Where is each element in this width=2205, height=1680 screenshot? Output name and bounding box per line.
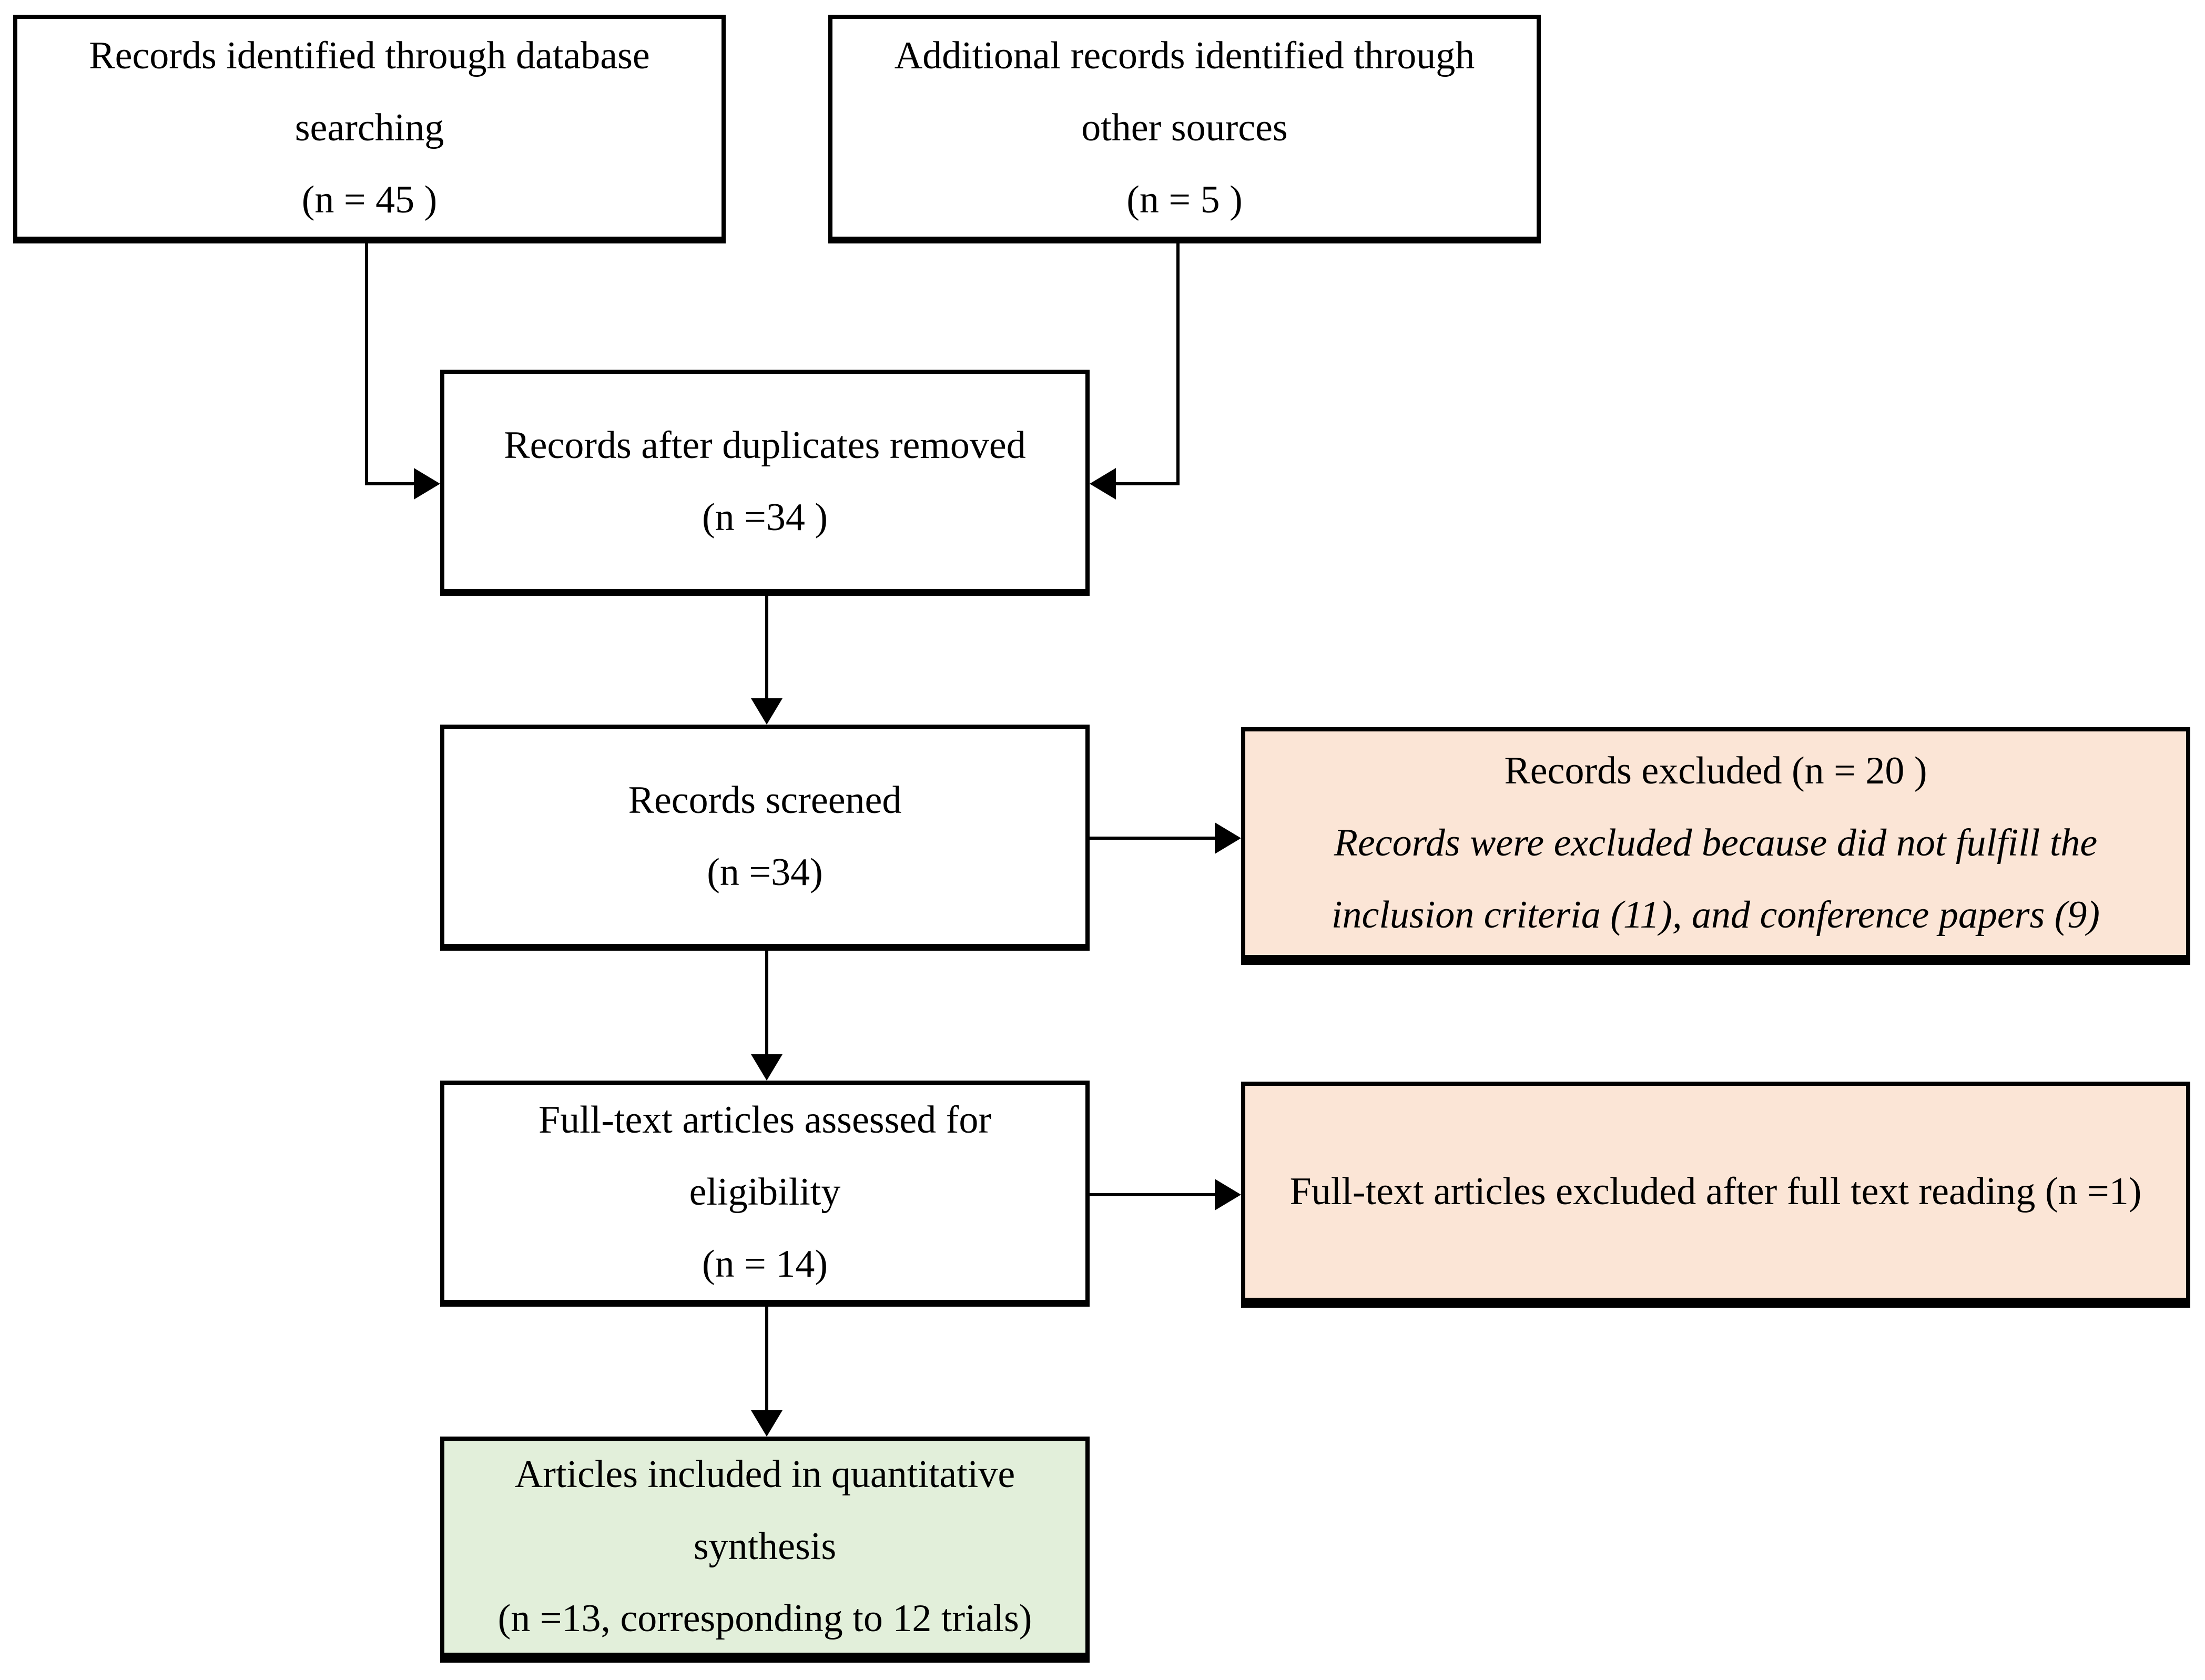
box-line: searching [294,106,444,149]
box-line: inclusion criteria (11), and conference … [1331,893,2100,936]
connector-segment [365,482,418,485]
box-fulltext-excluded: Full-text articles excluded after full t… [1241,1082,2190,1308]
box-line: (n =13, corresponding to 12 trials) [497,1597,1032,1640]
box-line: Full-text articles assessed for [538,1098,992,1142]
box-line: Articles included in quantitative [514,1453,1015,1496]
arrowhead-left-icon [1090,468,1116,500]
box-records-after-duplicates-removed: Records after duplicates removed (n =34 … [440,370,1090,596]
connector-segment [765,948,768,1055]
box-fulltext-assessed: Full-text articles assessed for eligibil… [440,1081,1090,1307]
box-line: (n = 5 ) [1126,178,1243,221]
box-line: other sources [1081,106,1288,149]
box-line: (n = 14) [702,1243,828,1286]
box-line: Full-text articles excluded after full t… [1289,1170,2142,1213]
box-line: eligibility [689,1170,841,1214]
box-records-identified-database: Records identified through database sear… [13,15,726,243]
connector-segment [765,594,768,700]
box-records-excluded: Records excluded (n = 20 ) Records were … [1241,727,2190,965]
connector-segment [1088,837,1217,840]
box-line: Records excluded (n = 20 ) [1504,749,1927,792]
box-articles-included: Articles included in quantitative synthe… [440,1437,1090,1663]
arrowhead-right-icon [1215,1179,1241,1210]
connector-segment [1176,239,1180,485]
box-line: (n =34 ) [702,495,828,539]
arrowhead-down-icon [751,1410,783,1437]
box-line: Records were excluded because did not fu… [1334,821,2098,864]
arrowhead-down-icon [751,698,783,725]
connector-segment [1115,482,1180,485]
arrowhead-right-icon [1215,822,1241,854]
connector-segment [365,239,368,485]
connector-segment [1088,1193,1217,1196]
box-line: (n =34) [707,850,823,894]
arrowhead-right-icon [414,468,440,500]
box-line: Additional records identified through [894,34,1475,77]
arrowhead-down-icon [751,1054,783,1081]
box-records-screened: Records screened (n =34) [440,725,1090,951]
box-line: Records screened [628,778,902,822]
box-line: synthesis [693,1525,837,1568]
box-additional-records-other-sources: Additional records identified through ot… [828,15,1541,243]
box-line: (n = 45 ) [301,178,438,221]
box-line: Records after duplicates removed [504,423,1026,467]
box-line: Records identified through database [89,34,650,77]
connector-segment [765,1304,768,1412]
